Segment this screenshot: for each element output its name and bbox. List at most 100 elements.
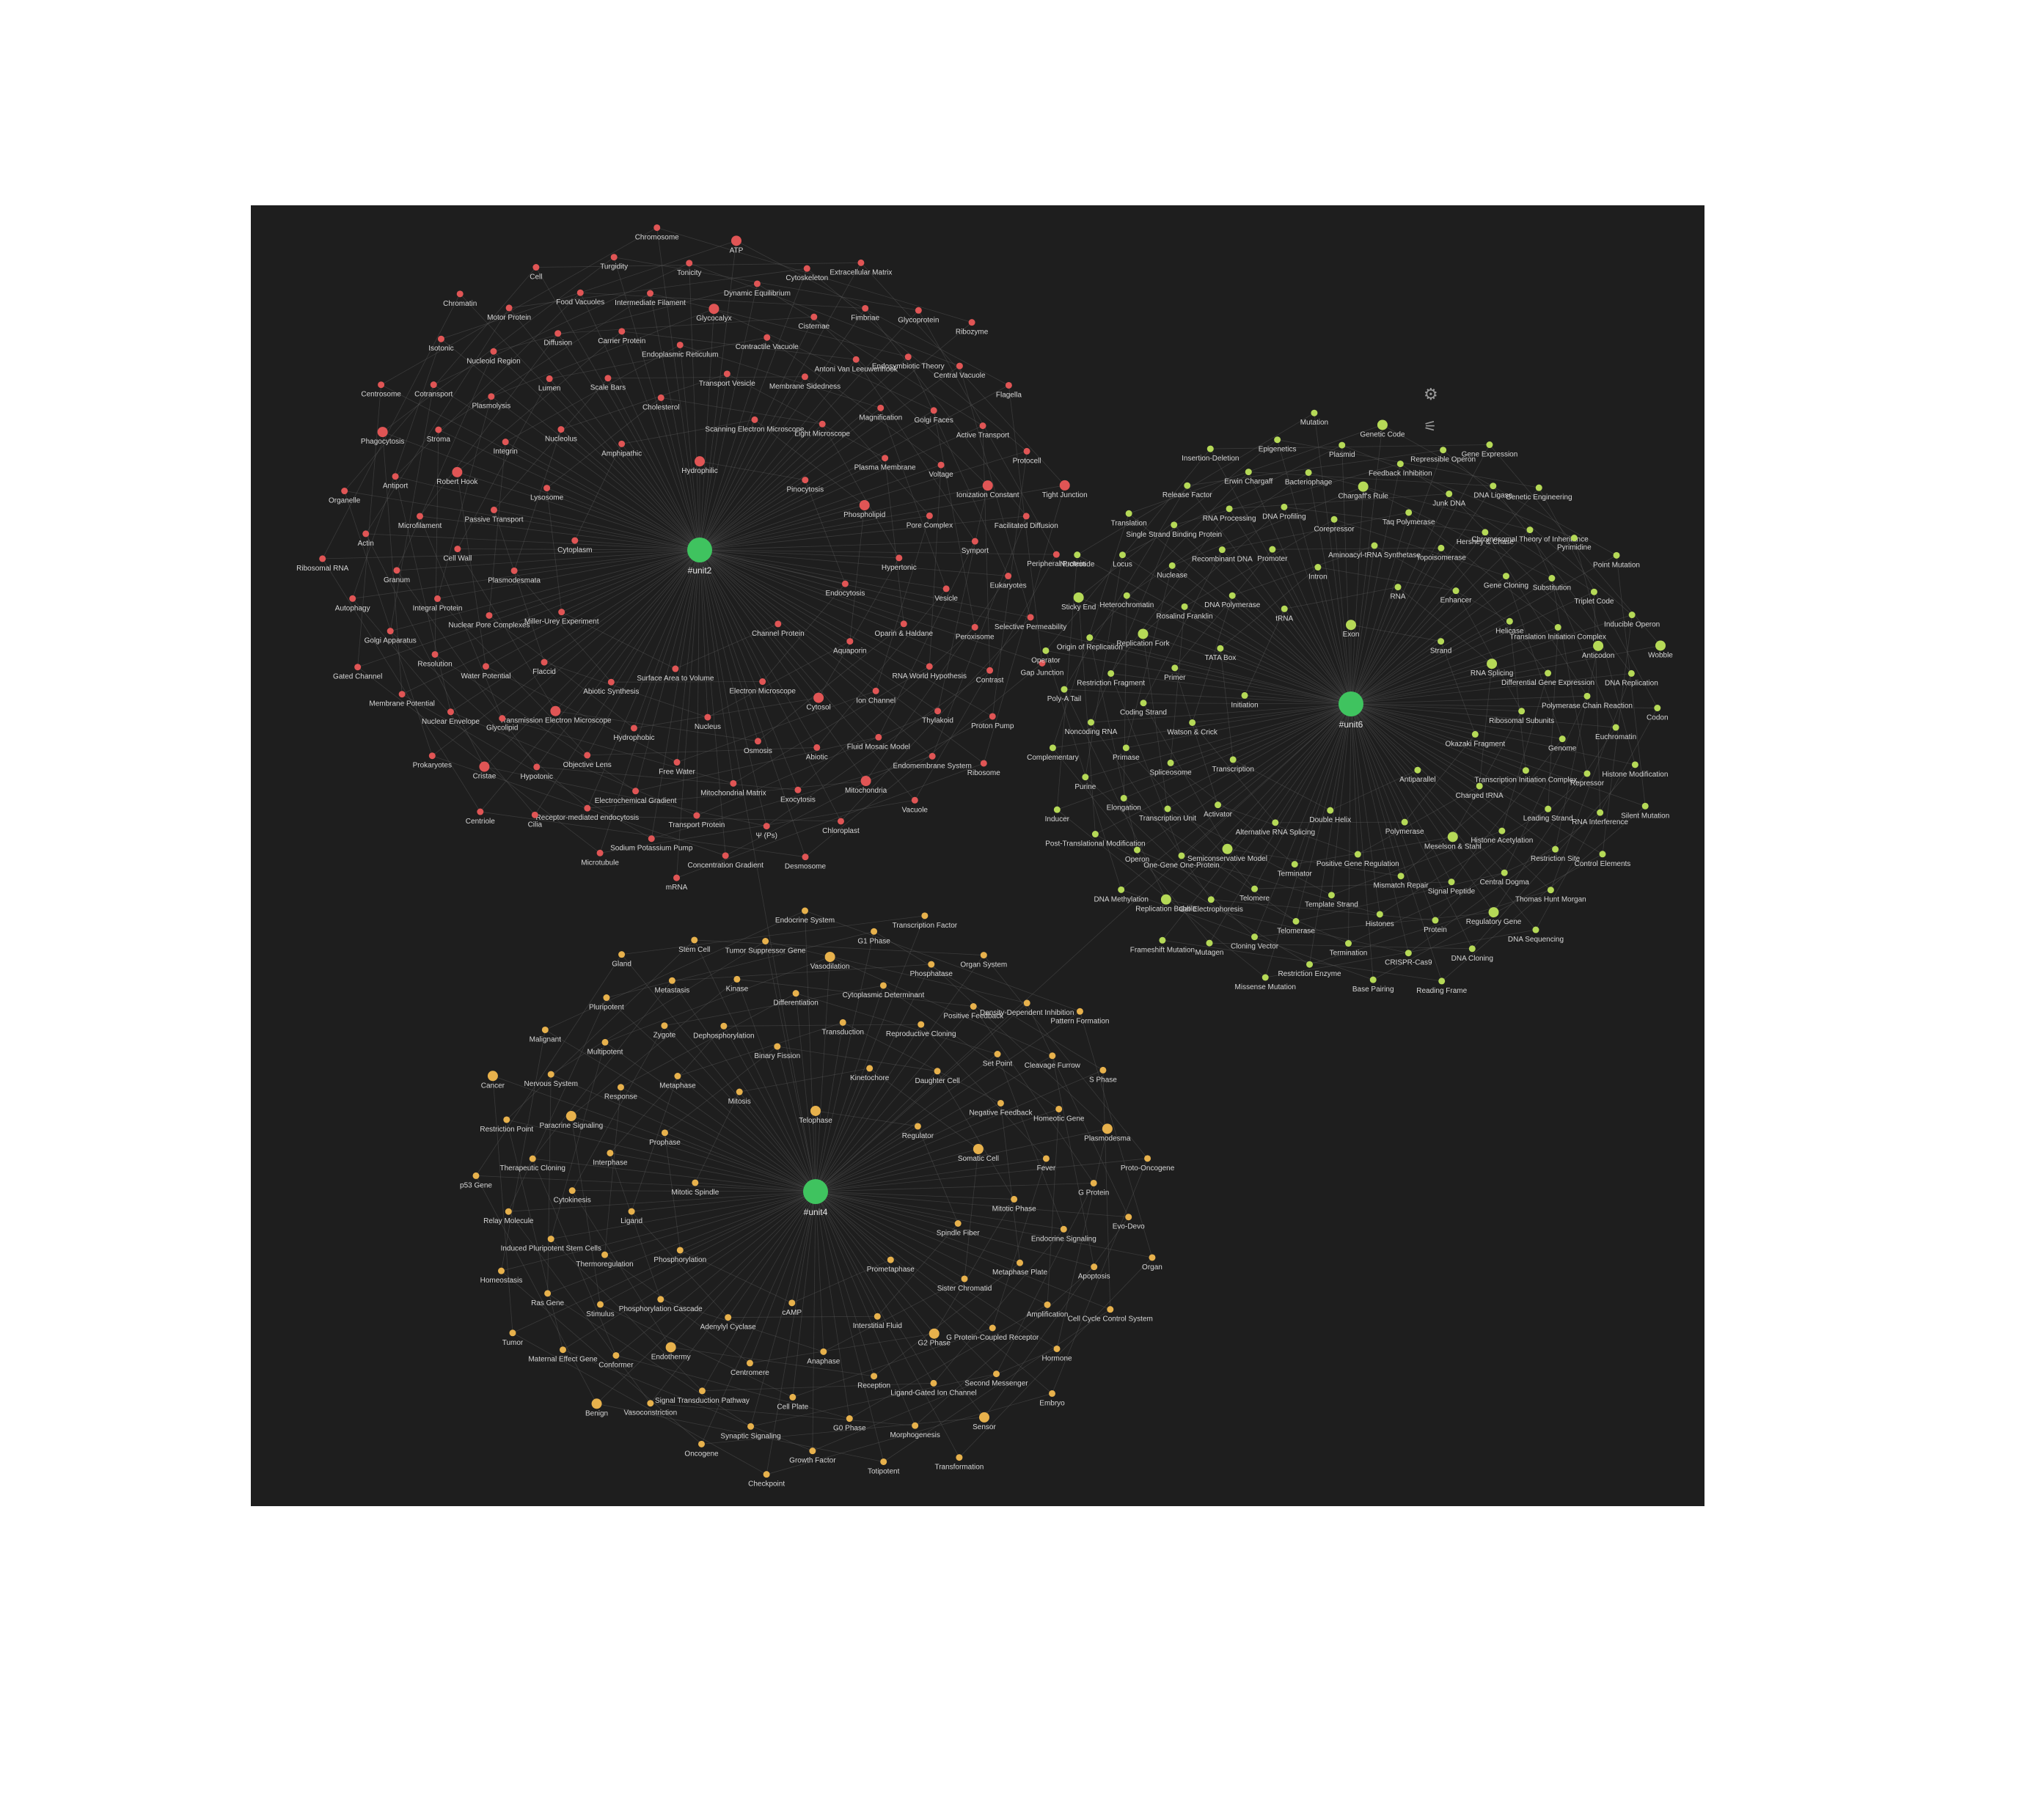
node-dot[interactable]: [871, 1373, 878, 1380]
node-metaphase[interactable]: Metaphase: [659, 1073, 696, 1090]
node-cytosol[interactable]: Cytosol: [806, 692, 831, 712]
node-dot[interactable]: [904, 353, 912, 361]
node-rna-processing[interactable]: RNA Processing: [1203, 505, 1256, 523]
node-histone-modification[interactable]: Histone Modification: [1602, 761, 1668, 779]
node-food-vacuoles[interactable]: Food Vacuoles: [556, 289, 604, 307]
node-dot[interactable]: [1545, 805, 1552, 812]
node-electrochemical-gradient[interactable]: Electrochemical Gradient: [595, 788, 677, 805]
node-organ[interactable]: Organ: [1142, 1254, 1162, 1272]
node-dot[interactable]: [723, 370, 730, 378]
node-dot[interactable]: [571, 537, 579, 544]
node-double-helix[interactable]: Double Helix: [1309, 807, 1351, 825]
node-hormone[interactable]: Hormone: [1041, 1345, 1072, 1363]
node-dot[interactable]: [1144, 1155, 1151, 1162]
node-dot[interactable]: [1405, 950, 1412, 957]
node-second-messenger[interactable]: Second Messenger: [964, 1370, 1028, 1388]
node-integrin[interactable]: Integrin: [494, 439, 518, 456]
node-dot[interactable]: [1590, 588, 1597, 595]
node-dot[interactable]: [813, 692, 824, 703]
node-rna-world-hypothesis[interactable]: RNA World Hypothesis: [892, 663, 967, 680]
node-dot[interactable]: [973, 1143, 984, 1154]
node-dot[interactable]: [1599, 851, 1606, 858]
node-dot[interactable]: [1358, 481, 1369, 492]
node-dot[interactable]: [810, 1105, 821, 1116]
node-dot[interactable]: [746, 1360, 753, 1367]
node-dot[interactable]: [387, 628, 394, 635]
node-checkpoint[interactable]: Checkpoint: [748, 1471, 785, 1489]
node-dot[interactable]: [751, 416, 758, 423]
node-dot[interactable]: [533, 763, 541, 771]
node-dot[interactable]: [1291, 861, 1298, 868]
node-passive-transport[interactable]: Passive Transport: [464, 506, 524, 524]
node-dot[interactable]: [630, 724, 637, 732]
node-dot[interactable]: [447, 708, 454, 716]
node-receptor-mediated-endocytosis[interactable]: Receptor-mediated endocytosis: [536, 804, 640, 823]
node-dot[interactable]: [1438, 544, 1445, 551]
node-dot[interactable]: [354, 664, 362, 671]
node-dot[interactable]: [541, 1026, 549, 1033]
node-dot[interactable]: [1082, 774, 1089, 781]
node-membrane-potential[interactable]: Membrane Potential: [369, 691, 435, 708]
node-dot[interactable]: [477, 808, 484, 815]
node-poly-a-tail[interactable]: Poly-A Tail: [1047, 686, 1082, 704]
node-cilia[interactable]: Cilia: [528, 811, 543, 829]
node-dot[interactable]: [762, 937, 769, 944]
node-dot[interactable]: [509, 1329, 516, 1337]
node-dot[interactable]: [1346, 620, 1356, 631]
node-dot[interactable]: [1371, 542, 1378, 549]
node-dot[interactable]: [604, 375, 612, 382]
node-dot[interactable]: [994, 1051, 1001, 1058]
node-therapeutic-cloning[interactable]: Therapeutic Cloning: [499, 1155, 565, 1173]
node-dot[interactable]: [930, 407, 937, 414]
node-dot[interactable]: [647, 290, 654, 297]
node-dot[interactable]: [1086, 634, 1094, 642]
node-nucleus[interactable]: Nucleus: [695, 713, 721, 732]
node-dot[interactable]: [1023, 447, 1030, 455]
node-dot[interactable]: [1438, 977, 1446, 985]
node-dot[interactable]: [926, 512, 933, 519]
node-dot[interactable]: [1501, 869, 1508, 876]
node-coding-strand[interactable]: Coding Strand: [1120, 700, 1167, 717]
node-mitochondrial-matrix[interactable]: Mitochondrial Matrix: [700, 779, 766, 798]
node-dot[interactable]: [1397, 873, 1405, 880]
node-sensor[interactable]: Sensor: [973, 1412, 997, 1431]
node-restriction-fragment[interactable]: Restriction Fragment: [1077, 669, 1145, 688]
node-dot[interactable]: [810, 313, 818, 320]
node-dot[interactable]: [319, 555, 326, 562]
node-voltage[interactable]: Voltage: [929, 461, 953, 480]
node-locus[interactable]: Locus: [1113, 551, 1132, 569]
node-dot[interactable]: [1432, 917, 1439, 924]
hub-dot[interactable]: [687, 537, 712, 562]
node-dot[interactable]: [961, 1275, 968, 1283]
node-dot[interactable]: [1164, 805, 1171, 812]
node-dot[interactable]: [979, 422, 986, 430]
node-dot[interactable]: [982, 480, 993, 491]
node-benign[interactable]: Benign: [585, 1398, 608, 1417]
node-epigenetics[interactable]: Epigenetics: [1259, 436, 1297, 454]
node-dot[interactable]: [792, 990, 799, 997]
node-chloroplast[interactable]: Chloroplast: [822, 818, 860, 835]
node-dot[interactable]: [568, 1187, 576, 1195]
node-dot[interactable]: [487, 1071, 498, 1082]
node-meselson-stahl[interactable]: Meselson & Stahl: [1424, 832, 1482, 851]
node-dot[interactable]: [820, 1348, 827, 1355]
node-polymerase[interactable]: Polymerase: [1385, 818, 1424, 837]
node-pyrimidine[interactable]: Pyrimidine: [1557, 535, 1592, 552]
node-dot[interactable]: [970, 1003, 977, 1010]
node-dot[interactable]: [603, 994, 610, 1002]
node-dot[interactable]: [1522, 767, 1529, 774]
node-dot[interactable]: [1272, 819, 1279, 826]
node-dot[interactable]: [472, 1172, 480, 1179]
node-dot[interactable]: [393, 567, 400, 574]
node-dot[interactable]: [846, 638, 854, 645]
node-dot[interactable]: [802, 477, 809, 484]
node-recombinant-dna[interactable]: Recombinant DNA: [1192, 546, 1253, 564]
node-dot[interactable]: [1039, 659, 1046, 667]
node-dot[interactable]: [1217, 645, 1224, 652]
node-dot[interactable]: [557, 426, 565, 433]
node-dot[interactable]: [591, 1398, 602, 1409]
node-signal-peptide[interactable]: Signal Peptide: [1428, 878, 1476, 896]
node-dot[interactable]: [911, 796, 918, 804]
node-origin-of-replication[interactable]: Origin of Replication: [1057, 634, 1123, 652]
node-peripheral-protein[interactable]: Peripheral Protein: [1027, 551, 1085, 569]
